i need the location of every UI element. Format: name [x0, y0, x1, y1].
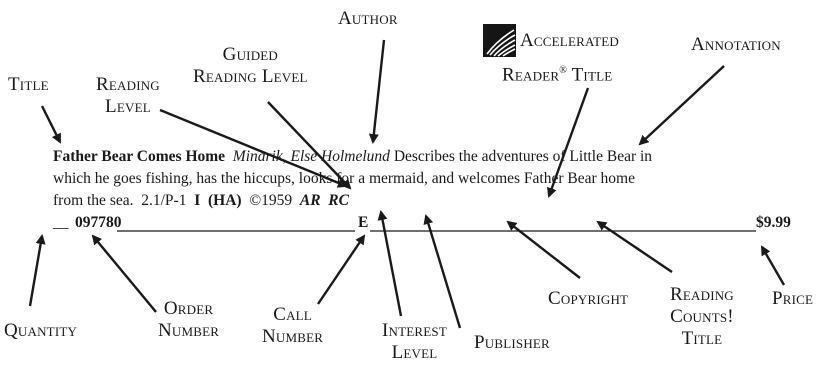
label-order-number: Order Number	[158, 298, 220, 341]
catalog-entry-line3: from the sea. 2.1/P-1 I (HA) ©1959 AR RC	[53, 190, 349, 212]
entry-ar: AR	[299, 192, 321, 209]
entry-price: $9.99	[756, 214, 791, 231]
label-title: Title	[8, 74, 49, 95]
entry-title: Father Bear Comes Home	[53, 148, 226, 165]
entry-order-number: 097780	[75, 214, 122, 231]
arrow-call-number	[317, 234, 366, 305]
label-author: Author	[338, 8, 398, 29]
label-publisher: Publisher	[474, 332, 550, 353]
label-reading-counts-title: Reading Counts! Title	[670, 284, 734, 349]
arrow-publisher	[423, 214, 462, 329]
label-call-number: Call Number	[262, 304, 324, 347]
arrow-reading-level	[159, 108, 348, 188]
label-accelerated-reader-title-line2: Reader® Title	[502, 64, 613, 86]
label-guided-reading-level: Guided Reading Level	[193, 44, 308, 87]
label-reading-level: Reading Level	[96, 74, 160, 117]
label-price: Price	[772, 288, 814, 309]
catalog-entry-line1: Father Bear Comes Home Minarik, Else Hol…	[53, 146, 652, 168]
entry-reading-level: 2.1/P-1	[141, 192, 187, 209]
arrow-interest-level	[377, 210, 403, 317]
registered-mark: ®	[559, 65, 568, 76]
entry-rc: RC	[328, 192, 349, 209]
entry-quantity-blank: __	[53, 214, 69, 231]
entry-copyright: ©1959	[249, 192, 293, 209]
arrow-order-number	[91, 234, 157, 313]
arrow-guided-reading-level	[267, 101, 352, 190]
arrow-author	[368, 39, 386, 144]
entry-call-number: E	[358, 214, 369, 231]
entry-annotation-1: Describes the adventures of Little Bear …	[393, 148, 653, 165]
arrow-accelerated-reader	[547, 87, 590, 198]
arrow-annotation	[638, 65, 725, 146]
arrow-copyright	[506, 220, 581, 279]
label-copyright: Copyright	[548, 288, 629, 309]
arrow-price	[760, 245, 786, 286]
entry-interest-level: I	[194, 192, 201, 209]
label-accelerated-reader-title: Accelerated	[520, 30, 619, 51]
entry-publisher: (HA)	[208, 192, 242, 209]
entry-author: Minarik, Else Holmelund	[232, 148, 390, 165]
arrow-quantity	[28, 234, 46, 307]
arrow-reading-counts	[596, 220, 673, 273]
label-interest-level: Interest Level	[382, 320, 447, 363]
label-quantity: Quantity	[4, 320, 78, 341]
entry-annotation-3: from the sea.	[53, 192, 134, 209]
accelerated-reader-logo-icon	[483, 24, 516, 57]
arrow-title	[40, 105, 62, 144]
label-annotation: Annotation	[691, 34, 781, 55]
